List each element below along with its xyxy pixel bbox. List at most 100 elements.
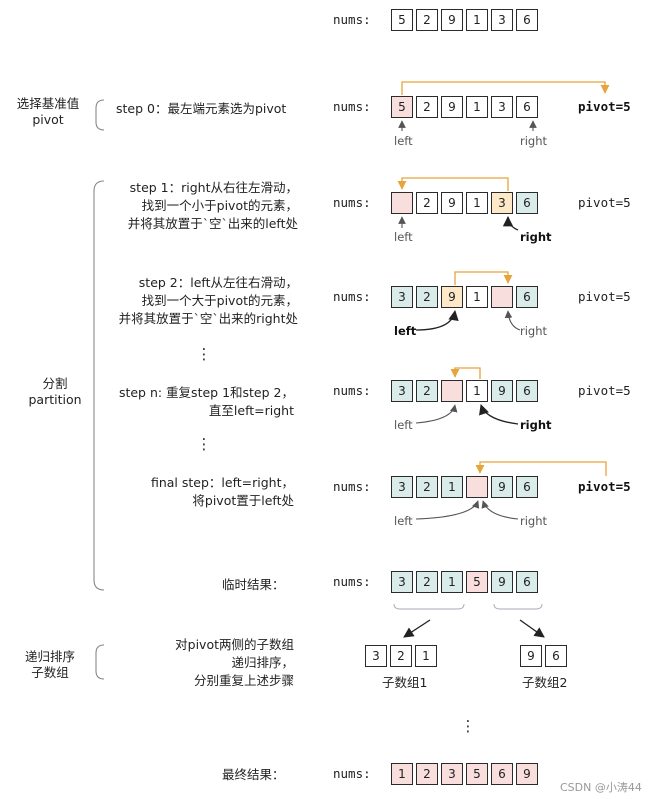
section-partition: 分割 partition <box>20 376 90 408</box>
array-cell-r5-c4: 9 <box>491 476 513 498</box>
array-cell-r4-c4: 9 <box>491 380 513 402</box>
step1-line3: 并将其放置于`空`出来的left处 <box>127 216 298 231</box>
array-cell-r3-c1: 2 <box>416 286 438 308</box>
dots-2: ⋮ <box>196 435 212 453</box>
array-cell-r3-c2: 9 <box>441 286 463 308</box>
pointer-arrow-left-4 <box>415 404 458 424</box>
array-cell-r6-c3: 5 <box>466 571 488 593</box>
sub-array-1-cell-0: 3 <box>365 645 387 667</box>
arrow-to-sub2 <box>519 619 545 638</box>
array-cell-r2-c1: 2 <box>416 192 438 214</box>
array-cell-r0-c2: 9 <box>441 9 463 31</box>
pivot-label-2: pivot=5 <box>578 195 631 210</box>
pivot-label-4: pivot=5 <box>578 383 631 398</box>
sub-array-2-label: 子数组2 <box>522 675 568 690</box>
nums-label-final: nums: <box>333 766 371 781</box>
recursive-line3: 分别重复上述步骤 <box>193 673 294 688</box>
sub-array-1-cell-2: 1 <box>415 645 437 667</box>
step2-text: step 2：left从左往右滑动， 找到一个大于pivot的元素， 并将其放置… <box>100 274 298 328</box>
stepn-line2: 直至left=right <box>208 403 294 418</box>
array-cell-r6-c4: 9 <box>491 571 513 593</box>
bracket-recursive <box>95 644 105 680</box>
nums-label-5: nums: <box>333 479 371 494</box>
final-cell-1: 2 <box>416 763 438 785</box>
nums-label-1: nums: <box>333 99 371 114</box>
pointer-arrow-left-3 <box>415 309 459 331</box>
watermark: CSDN @小涛44 <box>560 781 642 794</box>
recursive-line1: 对pivot两侧的子数组 <box>175 637 294 652</box>
section-recursive-line1: 递归排序 <box>24 649 75 664</box>
section-partition-line2: partition <box>28 392 82 407</box>
array-cell-r2-c4: 3 <box>491 192 513 214</box>
array-cell-r1-c5: 6 <box>516 96 538 118</box>
pointer-left-5: left <box>394 514 413 528</box>
array-cell-r1-c2: 9 <box>441 96 463 118</box>
array-cell-r0-c3: 1 <box>466 9 488 31</box>
section-choose-line1: 选择基准值 <box>16 96 80 111</box>
pointer-right-3: right <box>520 324 548 338</box>
pointer-right-1: right <box>520 134 548 148</box>
final-cell-4: 6 <box>491 763 513 785</box>
arrow-step1-move <box>397 177 509 191</box>
step2-line2: 找到一个大于pivot的元素， <box>141 293 298 308</box>
final-step-line1: final step：left=right， <box>150 475 294 490</box>
pointer-arrow-right-3 <box>504 310 521 331</box>
sub-array-1-cell-1: 2 <box>390 645 412 667</box>
array-cell-r5-c1: 2 <box>416 476 438 498</box>
array-cell-r0-c1: 2 <box>416 9 438 31</box>
array-cell-r0-c5: 6 <box>516 9 538 31</box>
section-recursive: 递归排序 子数组 <box>12 649 88 681</box>
pointer-right-4: right <box>520 418 552 432</box>
step1-text: step 1：right从右往左滑动， 找到一个小于pivot的元素， 并将其放… <box>100 179 298 233</box>
array-cell-r2-c2: 9 <box>441 192 463 214</box>
array-cell-r5-c0: 3 <box>391 476 413 498</box>
array-cell-r6-c5: 6 <box>516 571 538 593</box>
array-cell-r4-c5: 6 <box>516 380 538 402</box>
array-cell-r3-c5: 6 <box>516 286 538 308</box>
final-cell-2: 3 <box>441 763 463 785</box>
arrow-final-move <box>475 461 607 476</box>
bracket-partition <box>93 180 105 591</box>
section-choose-pivot: 选择基准值 pivot <box>8 96 88 128</box>
array-cell-r4-c1: 2 <box>416 380 438 402</box>
array-cell-r6-c2: 1 <box>441 571 463 593</box>
pointer-arrow-right-5 <box>481 500 519 520</box>
pointer-left-2: left <box>394 230 413 244</box>
array-cell-r1-c3: 1 <box>466 96 488 118</box>
final-step-line2: 将pivot置于left处 <box>192 493 294 508</box>
temp-result-label: 临时结果： <box>222 577 285 592</box>
pivot-label-3: pivot=5 <box>578 289 631 304</box>
section-recursive-line2: 子数组 <box>31 665 69 680</box>
final-cell-5: 9 <box>516 763 538 785</box>
array-cell-r3-c3: 1 <box>466 286 488 308</box>
array-cell-r5-c3 <box>466 476 488 498</box>
pointer-arrow-right-2 <box>502 215 519 231</box>
pivot-label-1: pivot=5 <box>578 99 631 114</box>
final-cell-3: 5 <box>466 763 488 785</box>
final-result-label: 最终结果： <box>222 767 285 782</box>
array-cell-r5-c2: 1 <box>441 476 463 498</box>
array-cell-r0-c0: 5 <box>391 9 413 31</box>
array-cell-r5-c5: 6 <box>516 476 538 498</box>
pointer-arrow-left-5 <box>415 500 480 520</box>
array-cell-r3-c4 <box>491 286 513 308</box>
step1-line2: 找到一个小于pivot的元素， <box>141 198 298 213</box>
array-cell-r2-c3: 1 <box>466 192 488 214</box>
pivot-label-5: pivot=5 <box>578 479 631 494</box>
nums-label-4: nums: <box>333 383 371 398</box>
sub-array-2-cell-1: 6 <box>545 645 567 667</box>
recursive-line2: 递归排序， <box>231 655 294 670</box>
array-cell-r4-c0: 3 <box>391 380 413 402</box>
stepn-text: step n: 重复step 1和step 2， 直至left=right <box>100 384 294 420</box>
array-cell-r4-c3: 1 <box>466 380 488 402</box>
nums-label-2: nums: <box>333 195 371 210</box>
step2-line3: 并将其放置于`空`出来的right处 <box>118 311 298 326</box>
bracket-choose <box>95 99 105 131</box>
recursive-text: 对pivot两侧的子数组 递归排序， 分别重复上述步骤 <box>130 636 294 690</box>
pointer-right-5: right <box>520 514 548 528</box>
arrow-pivot-out <box>401 81 610 95</box>
nums-label-6: nums: <box>333 574 371 589</box>
arrow-step2-move <box>454 271 513 285</box>
pointer-arrow-right-4 <box>479 404 519 425</box>
